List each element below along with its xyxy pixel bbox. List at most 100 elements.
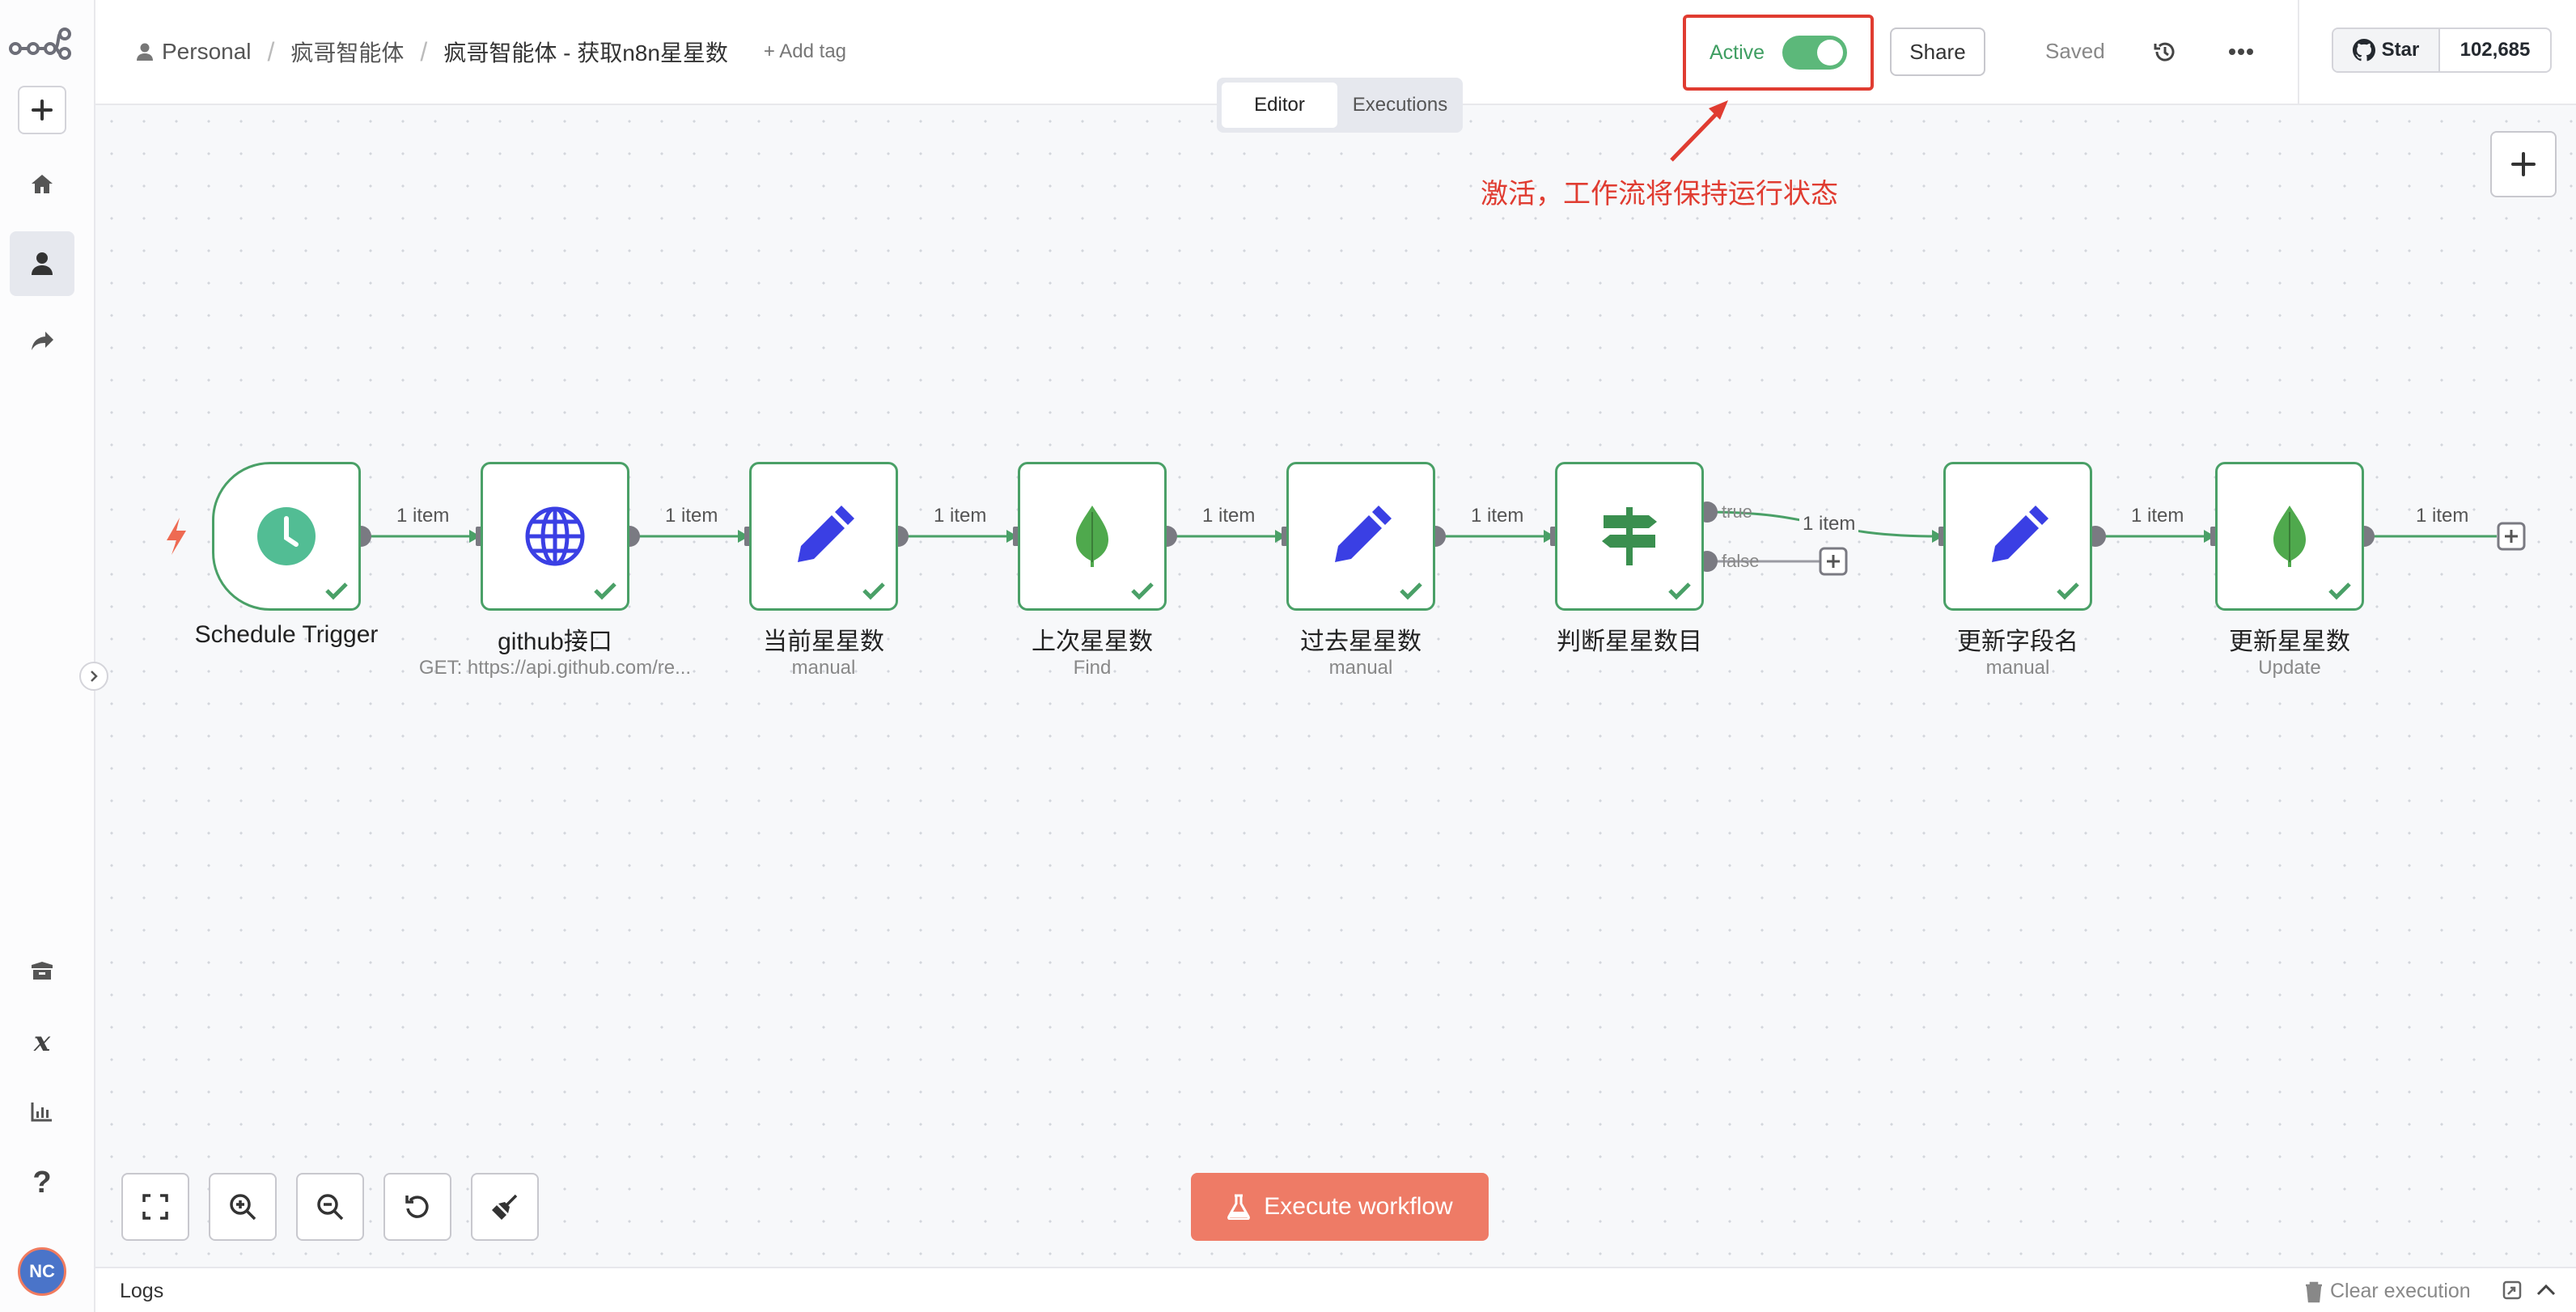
sidebar-item-templates[interactable] [18, 946, 66, 995]
end-add-node-button[interactable] [2497, 522, 2526, 551]
success-check-icon [2057, 582, 2079, 600]
canvas-controls [121, 1173, 539, 1241]
add-node-button[interactable] [2490, 131, 2557, 197]
node-check-stars[interactable] [1555, 462, 1704, 611]
breadcrumb-separator: / [267, 36, 275, 66]
history-button[interactable] [2147, 34, 2183, 70]
header-divider [2298, 0, 2299, 105]
broom-icon [492, 1194, 518, 1220]
tab-executions[interactable]: Executions [1352, 94, 1448, 116]
node-update-stars[interactable] [2215, 462, 2364, 611]
saved-status: Saved [2045, 39, 2105, 63]
false-branch-label: false [1722, 551, 1760, 571]
chevron-up-icon [2536, 1284, 2556, 1296]
undo-icon [405, 1196, 429, 1218]
n8n-logo[interactable] [8, 24, 73, 61]
tidy-up-button[interactable] [471, 1173, 539, 1241]
fit-view-button[interactable] [121, 1173, 189, 1241]
github-star-label: Star [2381, 39, 2420, 61]
node-subtitle: manual [1328, 657, 1393, 679]
workflow-name[interactable]: 疯哥智能体 - 获取n8n星星数 [443, 40, 728, 66]
help-icon: ? [32, 1165, 52, 1200]
sidebar-item-shared[interactable] [18, 317, 66, 366]
mongodb-leaf-icon [2273, 506, 2306, 567]
edge-label: 1 item [2128, 505, 2188, 527]
logs-expand-button[interactable] [2534, 1278, 2558, 1302]
node-title: 更新字段名 [1957, 628, 2078, 655]
sidebar-item-help[interactable]: ? [18, 1158, 66, 1207]
edge-label: 1 item [2413, 505, 2472, 527]
node-subtitle: manual [1985, 657, 2050, 679]
reset-zoom-button[interactable] [383, 1173, 451, 1241]
variable-icon: x [33, 1026, 51, 1058]
node-subtitle: Find [1073, 657, 1112, 679]
tab-editor[interactable]: Editor [1222, 83, 1337, 128]
sidebar-item-home[interactable] [18, 160, 66, 209]
edge-label: 1 item [930, 505, 990, 527]
clear-execution-button[interactable]: Clear execution [2304, 1280, 2471, 1303]
node-title: github接口 [498, 628, 612, 655]
node-title: 当前星星数 [763, 628, 884, 655]
logs-label: Logs [120, 1280, 164, 1302]
sidebar-item-insights[interactable] [18, 1087, 66, 1136]
sidebar: x ? NC [0, 0, 95, 1312]
sidebar-item-personal[interactable] [10, 231, 74, 296]
success-check-icon [862, 582, 885, 600]
sidebar-item-variables[interactable]: x [18, 1018, 66, 1066]
edge-label: 1 item [1199, 505, 1259, 527]
logs-panel[interactable]: Logs Clear execution [95, 1267, 2576, 1312]
false-branch-add-button[interactable] [1819, 547, 1848, 576]
node-subtitle: manual [791, 657, 856, 679]
zoom-out-icon [317, 1194, 344, 1221]
active-toggle-highlight: Active [1683, 15, 1874, 91]
edge-label: 1 item [1799, 513, 1859, 535]
true-branch-label: true [1722, 502, 1752, 522]
edge-label: 1 item [393, 505, 453, 527]
pencil-icon [1335, 506, 1392, 562]
breadcrumb-project[interactable]: Personal [162, 39, 252, 64]
user-icon [32, 252, 53, 275]
trigger-bolt-icon [167, 518, 186, 555]
view-tabs: Editor Executions [1217, 78, 1463, 133]
add-button[interactable] [18, 86, 66, 134]
logs-popout-button[interactable] [2500, 1278, 2524, 1302]
add-tag-button[interactable]: + Add tag [763, 40, 847, 62]
execute-workflow-button[interactable]: Execute workflow [1191, 1173, 1489, 1241]
zoom-in-button[interactable] [209, 1173, 277, 1241]
avatar[interactable]: NC [18, 1247, 66, 1296]
active-toggle[interactable] [1782, 36, 1848, 70]
node-update-field[interactable] [1943, 462, 2092, 611]
node-schedule-trigger[interactable] [212, 462, 361, 611]
history-icon [2154, 42, 2175, 61]
edge-label: 1 item [1468, 505, 1527, 527]
execute-workflow-label: Execute workflow [1264, 1193, 1453, 1220]
ellipsis-icon [2229, 49, 2253, 55]
node-current-stars[interactable] [749, 462, 898, 611]
pencil-icon [1992, 506, 2049, 562]
clear-execution-label: Clear execution [2330, 1280, 2471, 1302]
zoom-in-icon [230, 1194, 256, 1221]
chevron-right-icon [91, 671, 98, 682]
sidebar-expand-button[interactable] [79, 662, 108, 691]
more-options-button[interactable] [2223, 34, 2259, 70]
zoom-out-button[interactable] [296, 1173, 364, 1241]
github-star-widget[interactable]: Star 102,685 [2332, 28, 2552, 73]
node-github-api[interactable] [481, 462, 629, 611]
node-title: Schedule Trigger [194, 621, 379, 648]
chart-icon [31, 1103, 52, 1122]
popout-icon [2502, 1280, 2522, 1300]
breadcrumb: Personal / 疯哥智能体 / 疯哥智能体 - 获取n8n星星数 + Ad… [136, 36, 846, 68]
node-past-stars[interactable] [1286, 462, 1435, 611]
trash-icon [2306, 1281, 2322, 1302]
workflow-canvas[interactable] [95, 105, 2576, 1267]
node-title: 判断星星数目 [1557, 628, 1702, 655]
breadcrumb-folder[interactable]: 疯哥智能体 [290, 40, 405, 66]
share-button[interactable]: Share [1890, 28, 1985, 76]
success-check-icon [594, 582, 616, 600]
success-check-icon [1131, 582, 1154, 600]
github-star-count: 102,685 [2459, 39, 2531, 61]
github-star-button[interactable]: Star [2333, 29, 2440, 71]
node-title: 更新星星数 [2229, 628, 2350, 655]
node-last-stars[interactable] [1018, 462, 1167, 611]
success-check-icon [325, 582, 348, 600]
